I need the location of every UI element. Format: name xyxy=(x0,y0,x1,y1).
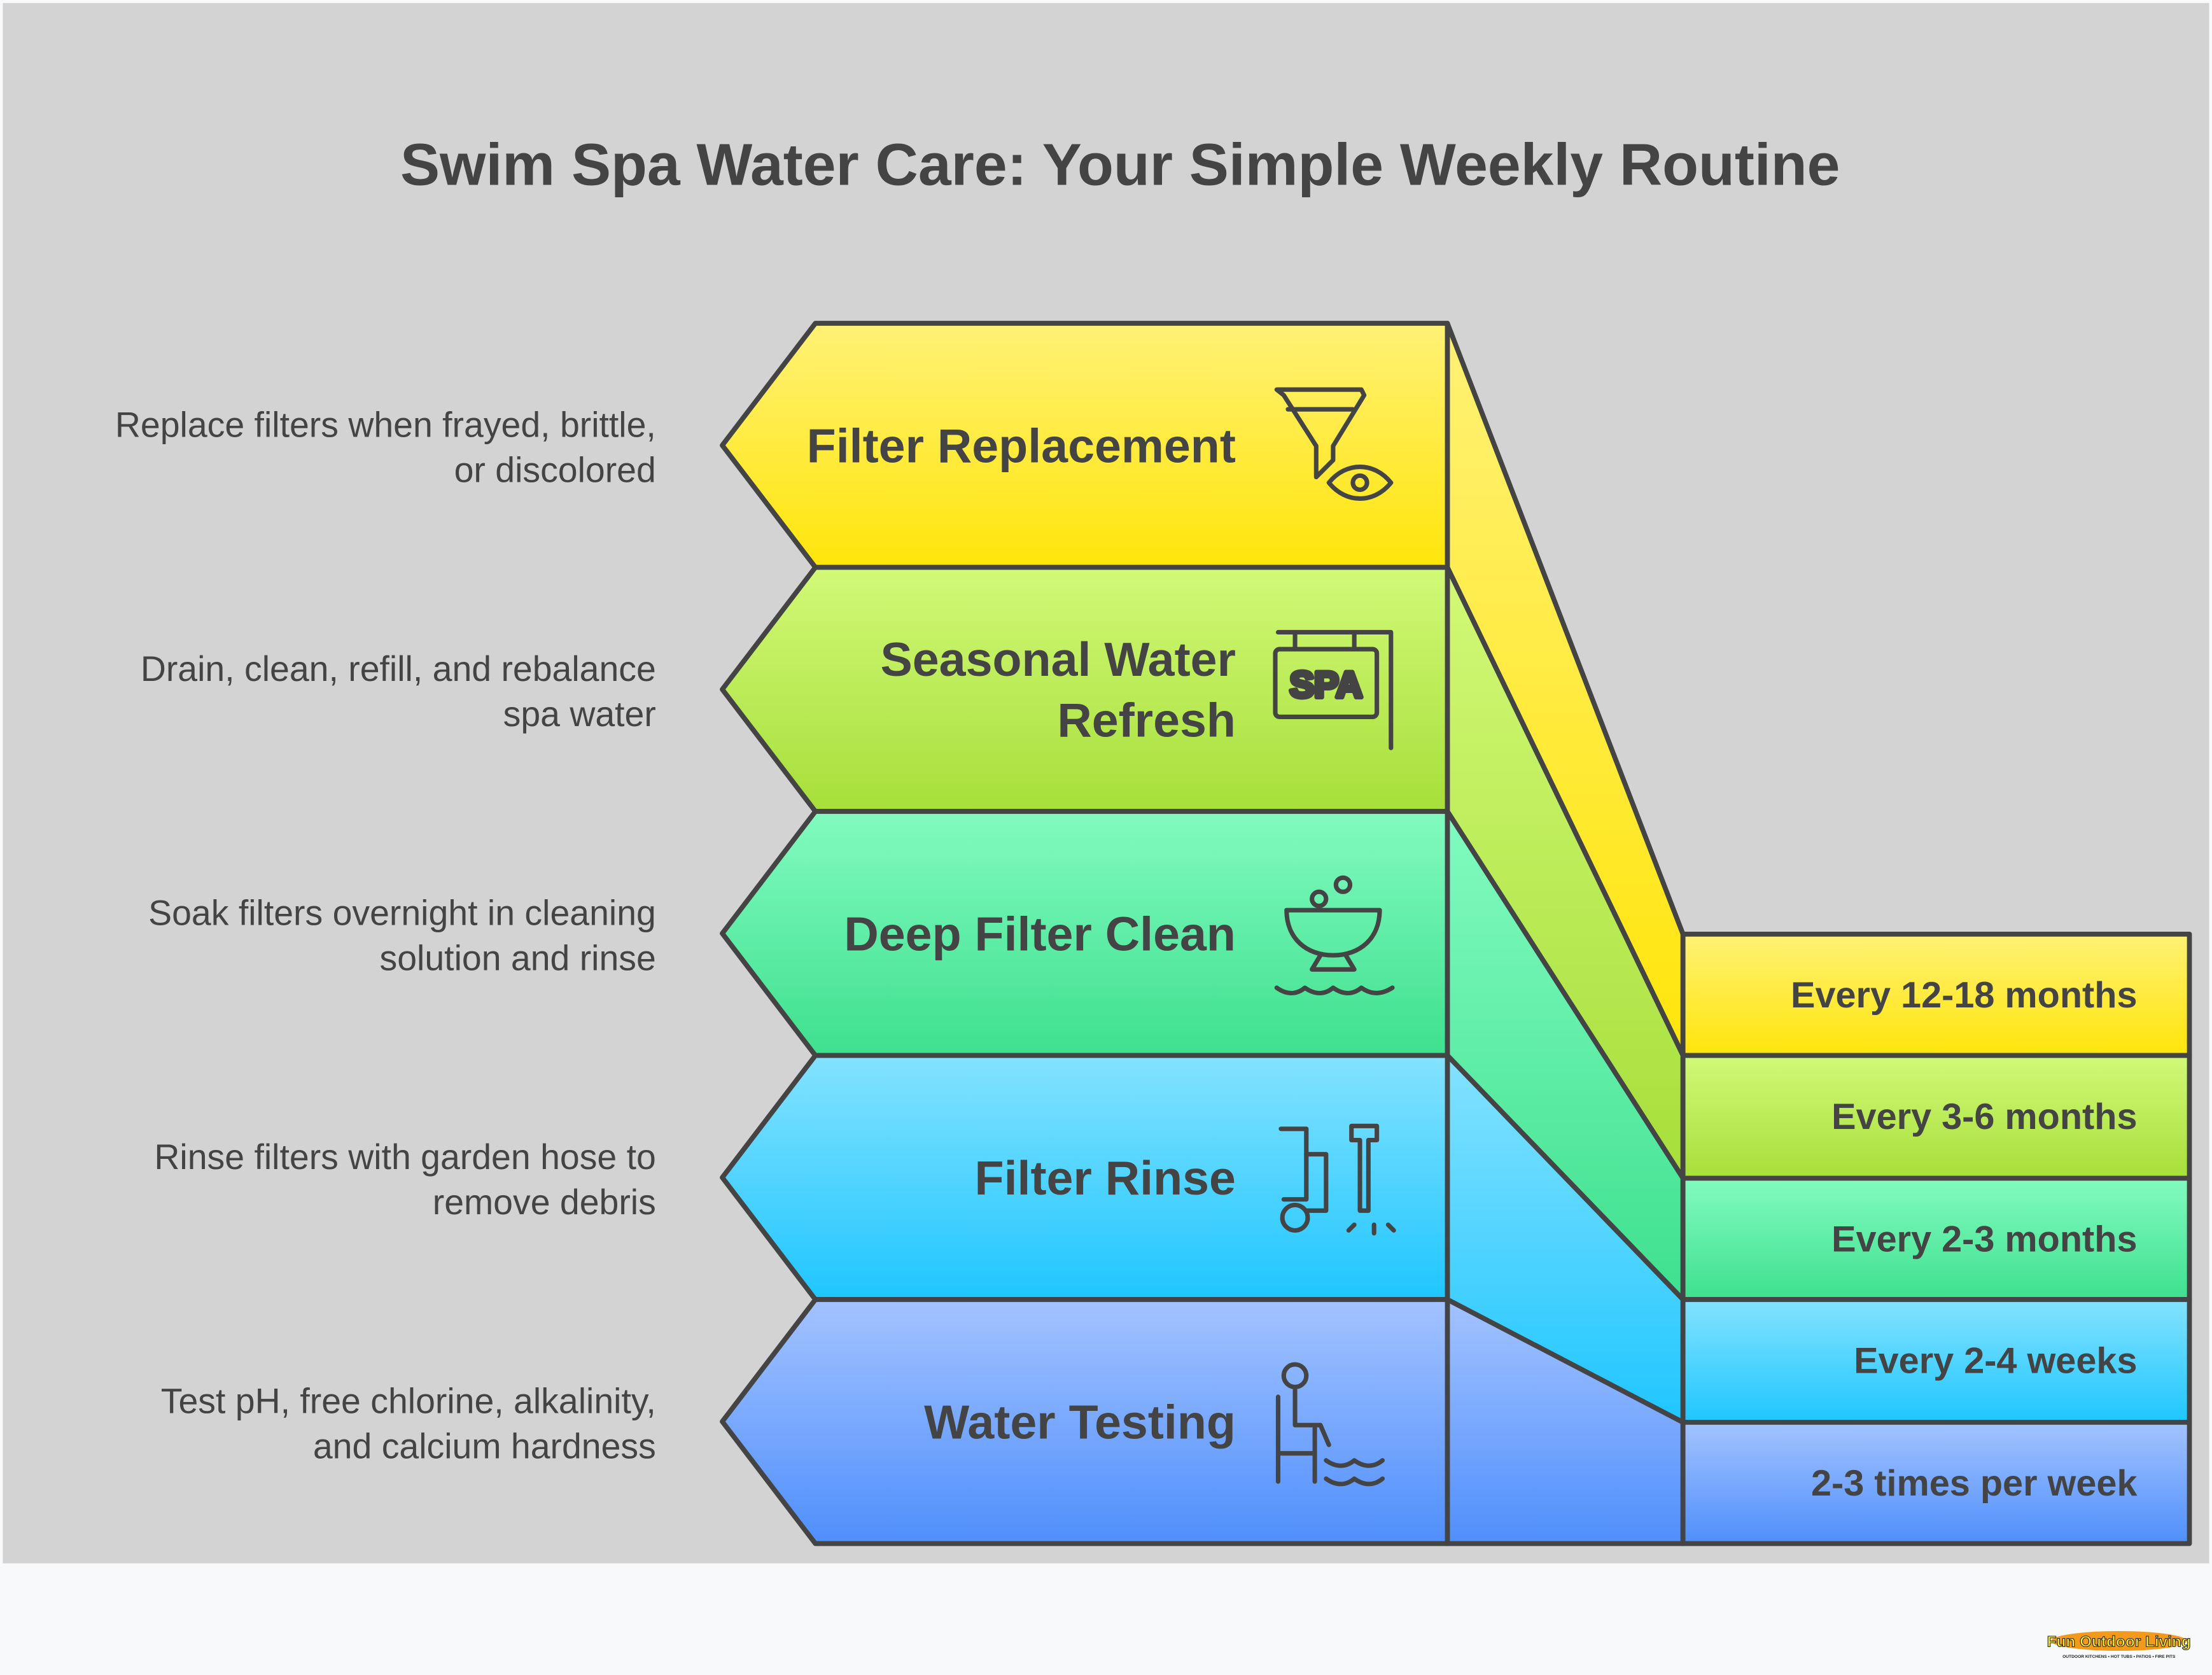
step-label: Filter Rinse xyxy=(975,1151,1236,1205)
step-description: Drain, clean, refill, and rebalance xyxy=(141,649,656,689)
step-5: Water Testing Test pH, free chlorine, alk… xyxy=(161,1297,2192,1546)
frequency-label: Every 3-6 months xyxy=(1831,1097,2137,1137)
step-3: Deep Filter Clean Soak filters overnight … xyxy=(148,809,2192,1302)
frequency-box xyxy=(1680,931,2192,1058)
step-4: Filter Rinse Rinse filters with garden ho… xyxy=(154,1053,2192,1425)
step-description: Replace filters when frayed, brittle, xyxy=(115,405,656,444)
svg-text:SPA: SPA xyxy=(1290,664,1362,705)
step-1: Filter Replacement Replace filters when f… xyxy=(115,321,2192,1058)
step-description: spa water xyxy=(503,694,656,734)
page-title: Swim Spa Water Care: Your Simple Weekly … xyxy=(400,132,1840,198)
svg-text:OUTDOOR KITCHENS • HOT TUBS •: OUTDOOR KITCHENS • HOT TUBS • PATIOS • F… xyxy=(2062,1655,2176,1659)
soaking-bowl-icon xyxy=(1274,875,1395,995)
frequency-label: 2-3 times per week xyxy=(1811,1463,2138,1504)
frequency-label: Every 12-18 months xyxy=(1791,975,2137,1016)
frequency-box xyxy=(1680,1175,2192,1302)
step-label: Filter Replacement xyxy=(807,419,1236,472)
steps: Filter Replacement Replace filters when f… xyxy=(115,321,2192,1546)
svg-text:Fun Outdoor Living: Fun Outdoor Living xyxy=(2047,1633,2191,1650)
step-label: Seasonal Water xyxy=(881,633,1236,686)
step-description: Test pH, free chlorine, alkalinity, xyxy=(161,1381,656,1420)
frequency-box xyxy=(1680,1419,2192,1546)
spa-sign-icon: SPA xyxy=(1273,629,1394,750)
lifeguard-chair-water-icon xyxy=(1275,1362,1385,1487)
step-label: Water Testing xyxy=(924,1395,1236,1448)
frequency-label: Every 2-4 weeks xyxy=(1854,1340,2137,1381)
logo: Fun Outdoor Living OUTDOOR KITCHENS • HO… xyxy=(2047,1630,2191,1659)
step-description: solution and rinse xyxy=(380,938,656,978)
frequency-box xyxy=(1680,1053,2192,1181)
step-description: Rinse filters with garden hose to xyxy=(154,1137,655,1177)
step-band xyxy=(720,1297,1450,1546)
step-description: or discolored xyxy=(454,450,656,489)
frequency-label: Every 2-3 months xyxy=(1831,1219,2137,1260)
filter-funnel-eye-icon xyxy=(1274,387,1394,501)
step-label: Deep Filter Clean xyxy=(844,907,1236,960)
step-description: remove debris xyxy=(433,1182,656,1222)
step-description: Soak filters overnight in cleaning xyxy=(148,893,656,932)
step-description: and calcium hardness xyxy=(313,1426,656,1466)
step-label: Refresh xyxy=(1057,693,1236,746)
pressure-washer-icon xyxy=(1278,1123,1396,1236)
